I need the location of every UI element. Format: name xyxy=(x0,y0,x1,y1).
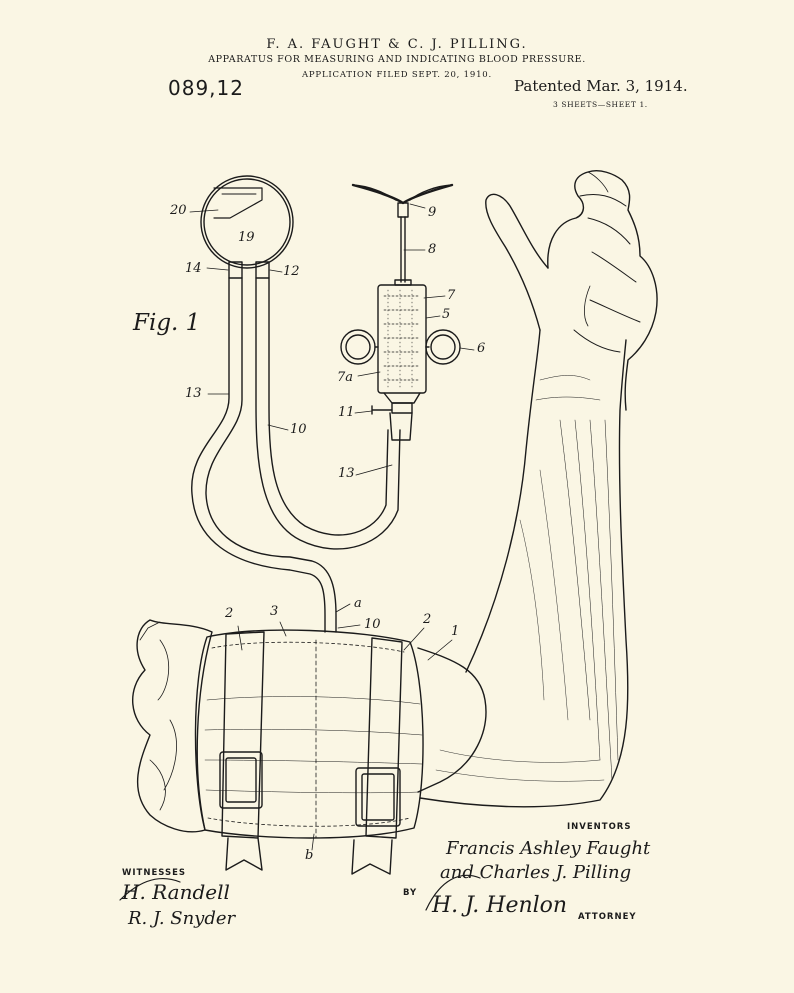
signature-flourishes xyxy=(119,874,481,911)
witness-1-signature: H. Randell xyxy=(122,880,230,904)
ref-numeral-13-syringe-tube: 13 xyxy=(338,466,355,481)
leader-lines xyxy=(189,203,475,851)
ref-numeral-10-cuff: 10 xyxy=(364,617,381,632)
patented-date: Patented Mar. 3, 1914. xyxy=(514,77,688,95)
ref-numeral-20: 20 xyxy=(170,203,187,218)
ref-numeral-19: 19 xyxy=(238,230,255,245)
application-filed-date: APPLICATION FILED SEPT. 20, 1910. xyxy=(301,70,493,80)
ref-numeral-9: 9 xyxy=(428,205,437,220)
gauge-tube-13 xyxy=(191,277,337,633)
attorney-signature: H. J. Henlon xyxy=(432,893,568,918)
ref-letter-a: a xyxy=(354,596,362,611)
ref-numeral-13-gauge-tube: 13 xyxy=(185,386,202,401)
inventors-label: INVENTORS xyxy=(567,822,632,832)
ref-letter-b: b xyxy=(305,848,314,863)
ref-numeral-1: 1 xyxy=(451,624,460,639)
inventor-2-signature: and Charles J. Pilling xyxy=(440,862,632,883)
by-label: BY xyxy=(403,888,418,898)
figure-label: Fig. 1 xyxy=(133,310,201,336)
ref-numeral-8: 8 xyxy=(428,242,437,257)
sleeve-cloth xyxy=(132,619,213,833)
ref-numeral-2-right-strap: 2 xyxy=(423,612,432,627)
ref-numeral-10-tube: 10 xyxy=(290,422,307,437)
ref-numeral-6: 6 xyxy=(477,341,486,356)
sheet-count: 3 SHEETS—SHEET 1. xyxy=(553,100,648,109)
witnesses-label: WITNESSES xyxy=(122,868,187,878)
connecting-tube-10 xyxy=(255,277,401,550)
ref-numeral-7: 7 xyxy=(447,288,456,303)
attorney-label: ATTORNEY xyxy=(578,912,637,922)
ref-numeral-12: 12 xyxy=(283,264,300,279)
arm-and-hand xyxy=(417,170,658,808)
inventor-names-heading: F. A. FAUGHT & C. J. PILLING. xyxy=(266,37,528,52)
pressure-gauge-dial xyxy=(200,175,294,279)
patent-number: 089,12 xyxy=(168,76,244,100)
ref-numeral-2-left-strap: 2 xyxy=(225,606,234,621)
witness-2-signature: R. J. Snyder xyxy=(128,908,236,929)
ref-numeral-5: 5 xyxy=(442,307,451,322)
ref-numeral-3: 3 xyxy=(270,604,279,619)
patent-title: APPARATUS FOR MEASURING AND INDICATING B… xyxy=(208,54,586,65)
ref-numeral-11: 11 xyxy=(338,405,355,420)
syringe-pump xyxy=(340,183,461,441)
inventor-1-signature: Francis Ashley Faught xyxy=(446,838,651,859)
pressure-cuff xyxy=(194,629,424,875)
ref-numeral-7a: 7a xyxy=(337,370,354,385)
ref-numeral-14: 14 xyxy=(185,261,202,276)
